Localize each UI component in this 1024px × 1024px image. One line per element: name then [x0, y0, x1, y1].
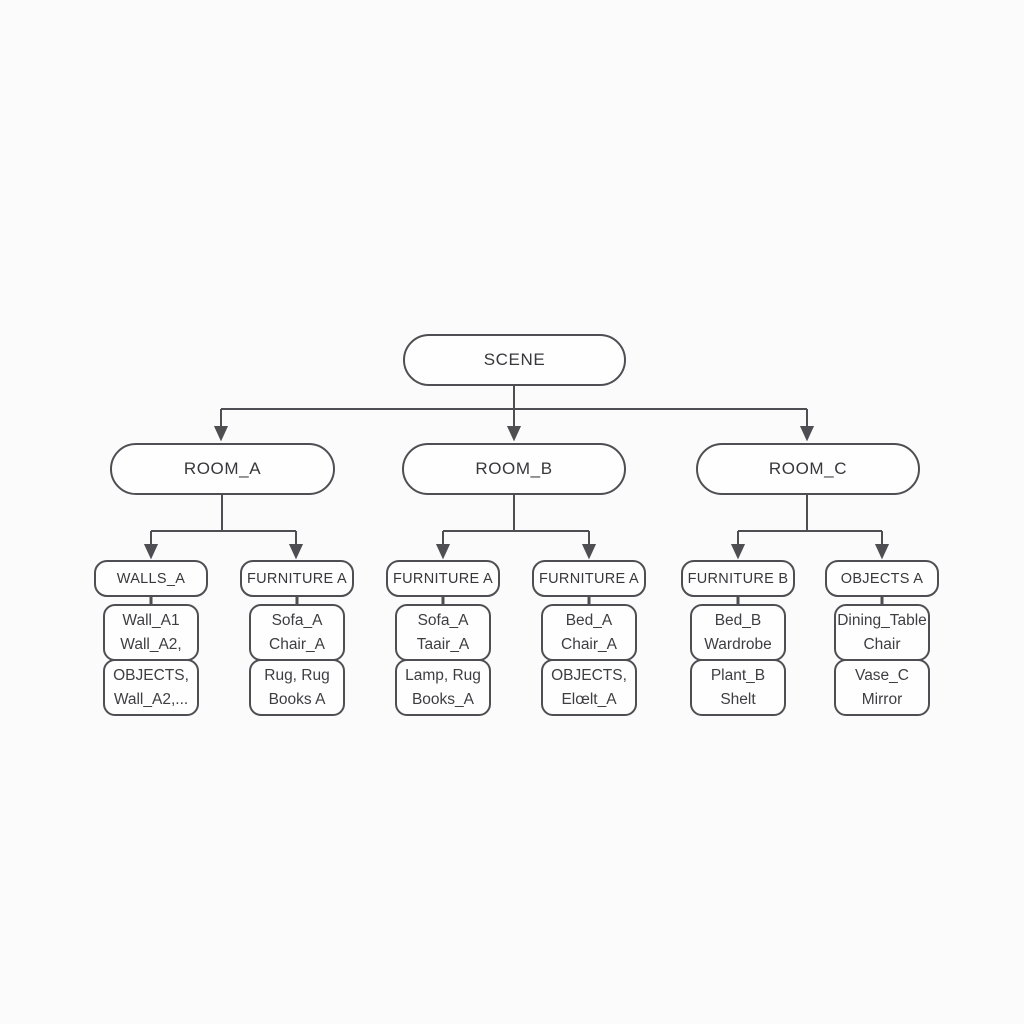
- leaf-line: Elœlt_A: [561, 690, 617, 708]
- leaf-line: Shelt: [720, 690, 756, 708]
- leaf-line: Vase_C: [855, 666, 909, 684]
- node-scene: SCENE: [403, 334, 626, 386]
- leaf-line: Books A: [268, 690, 326, 708]
- connector-room-c-to-groups: [730, 495, 890, 560]
- connector-room-b-to-groups: [435, 495, 597, 560]
- leaf-box: Sofa_A Chair_A: [249, 604, 345, 661]
- leaf-box: Bed_B Wardrobe: [690, 604, 786, 661]
- leaf-box: Wall_A1 Wall_A2,: [103, 604, 199, 661]
- node-group-header-furniture-a3: FURNITURE A: [532, 560, 646, 597]
- leaf-line: OBJECTS,: [113, 666, 189, 684]
- leaf-line: Dining_Table: [837, 611, 927, 629]
- leaf-line: Wall_A2,: [120, 635, 182, 653]
- leaf-line: Bed_B: [714, 611, 762, 629]
- leaf-line: Bed_A: [565, 611, 613, 629]
- node-room-c: ROOM_C: [696, 443, 920, 495]
- connector-scene-to-rooms: [213, 386, 815, 442]
- leaf-box: Plant_B Shelt: [690, 659, 786, 716]
- leaf-box: Rug, Rug Books A: [249, 659, 345, 716]
- node-group-header-furniture-a1: FURNITURE A: [240, 560, 354, 597]
- node-group-header-walls-a: WALLS_A: [94, 560, 208, 597]
- leaf-box: OBJECTS, Wall_A2,...: [103, 659, 199, 716]
- node-group-header-furniture-a2: FURNITURE A: [386, 560, 500, 597]
- leaf-line: Chair: [863, 635, 901, 653]
- leaf-box: Vase_C Mirror: [834, 659, 930, 716]
- node-room-a: ROOM_A: [110, 443, 335, 495]
- connector-room-a-to-groups: [143, 495, 304, 560]
- leaf-line: Sofa_A: [417, 611, 469, 629]
- leaf-line: Sofa_A: [271, 611, 323, 629]
- leaf-box: Sofa_A Taair_A: [395, 604, 491, 661]
- node-room-b: ROOM_B: [402, 443, 626, 495]
- leaf-box: Dining_Table Chair: [834, 604, 930, 661]
- leaf-line: OBJECTS,: [551, 666, 627, 684]
- leaf-line: Mirror: [861, 690, 903, 708]
- leaf-line: Wall_A2,...: [113, 690, 189, 708]
- leaf-line: Plant_B: [710, 666, 766, 684]
- leaf-line: Wall_A1: [122, 611, 180, 629]
- leaf-box: Bed_A Chair_A: [541, 604, 637, 661]
- leaf-line: Chair_A: [561, 635, 617, 653]
- node-group-header-furniture-b: FURNITURE B: [681, 560, 795, 597]
- leaf-line: Books_A: [411, 690, 475, 708]
- leaf-line: Chair_A: [269, 635, 325, 653]
- leaf-line: Lamp, Rug: [405, 666, 481, 684]
- leaf-line: Taair_A: [416, 635, 470, 653]
- leaf-box: OBJECTS, Elœlt_A: [541, 659, 637, 716]
- leaf-line: Rug, Rug: [264, 666, 330, 684]
- leaf-line: Wardrobe: [704, 635, 772, 653]
- leaf-box: Lamp, Rug Books_A: [395, 659, 491, 716]
- node-group-header-objects-a: OBJECTS A: [825, 560, 939, 597]
